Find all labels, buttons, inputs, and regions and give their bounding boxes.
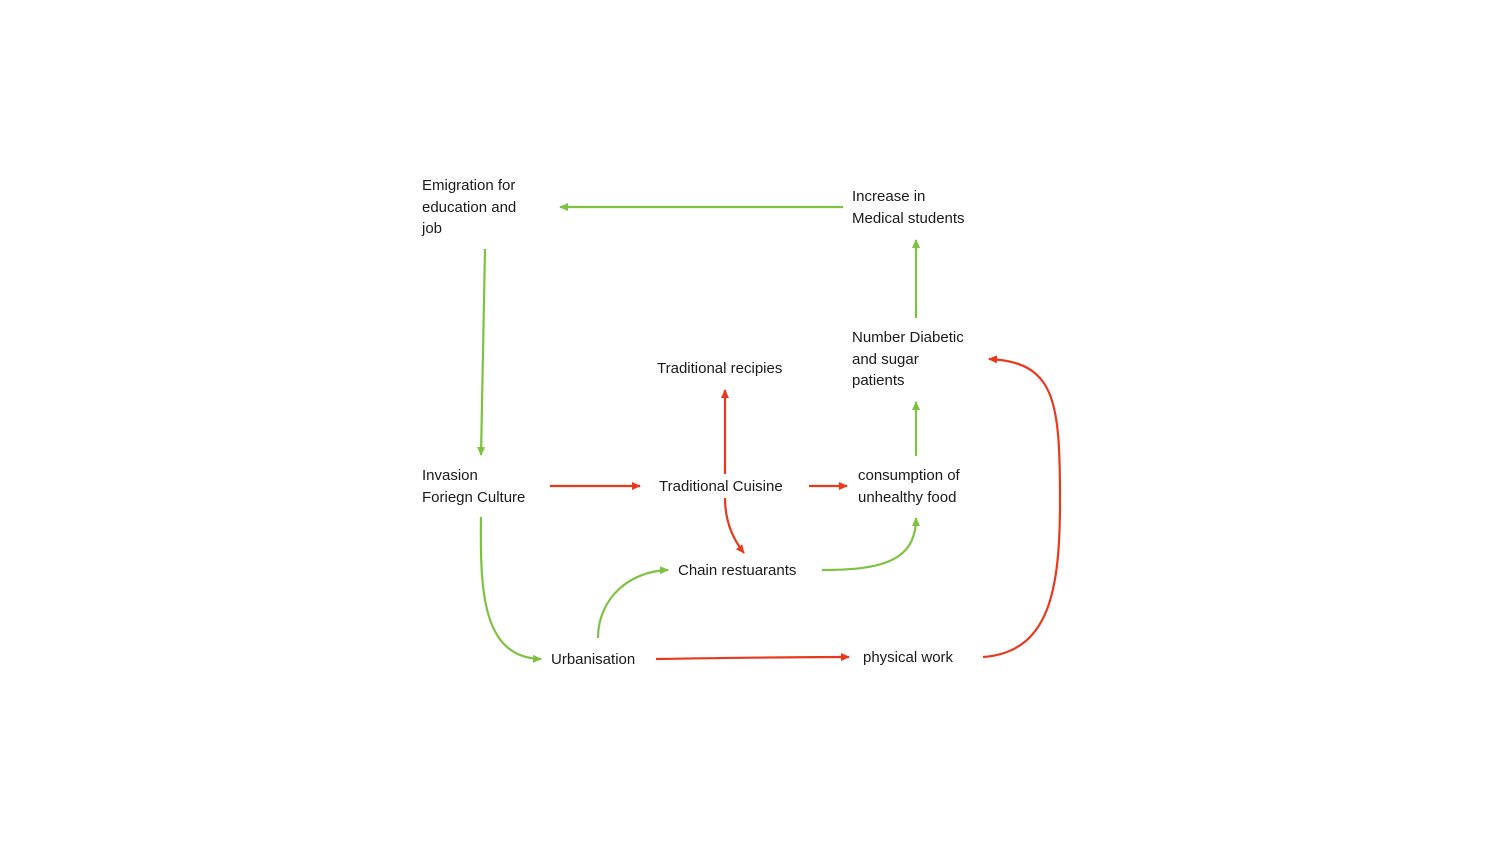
link-urbanisation-to-physical — [655, 653, 850, 662]
node-invasion-foreign-culture: Invasion Foriegn Culture — [422, 467, 526, 506]
node-medical-students: Increase in Medical students — [852, 188, 965, 227]
link-emigration-to-invasion — [477, 248, 487, 456]
node-traditional-cuisine: Traditional Cuisine — [659, 478, 783, 495]
node-physical-work: physical work — [863, 649, 954, 666]
node-emigration: Emigration for education and job — [422, 177, 517, 237]
link-physical-to-diabetic — [982, 355, 1062, 659]
node-diabetic-patients: Number Diabetic and sugar patients — [852, 329, 964, 389]
link-invasion-to-urbanisation — [479, 516, 542, 663]
node-urbanisation: Urbanisation — [551, 651, 636, 668]
node-unhealthy-food-consumption: consumption of unhealthy food — [858, 467, 960, 506]
link-cuisine-to-chain — [723, 497, 745, 554]
link-chain-to-consumption — [821, 517, 920, 572]
node-chain-restaurants: Chain restuarants — [678, 562, 797, 579]
node-traditional-recipes: Traditional recipies — [657, 360, 783, 377]
link-urbanisation-to-chain — [596, 566, 669, 639]
